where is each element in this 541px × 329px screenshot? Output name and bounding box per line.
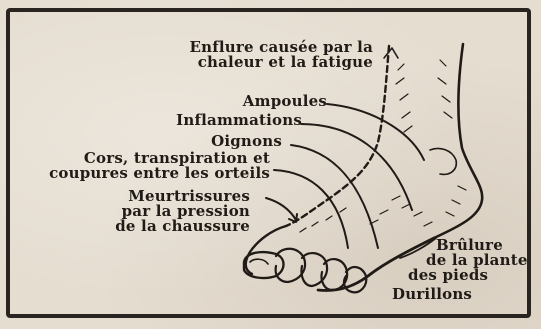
toe-2 (276, 249, 305, 282)
leader-meurtrissures (266, 198, 296, 220)
ankle-bone (430, 148, 456, 174)
leader-inflammations (301, 124, 412, 210)
label-cors-line-2: coupures entre les orteils (49, 164, 270, 182)
leader-enflure (384, 48, 398, 58)
leg-right-contour (434, 44, 482, 238)
label-brulure: Brûlure de la plante des pieds (400, 238, 528, 283)
label-meurtrissures: Meurtrissures par la pression de la chau… (115, 189, 250, 234)
big-toe-nail (250, 259, 268, 264)
leg-left-contour (286, 46, 389, 226)
label-brulure-line-3: des pieds (400, 266, 488, 284)
leader-cors (274, 170, 348, 248)
foot-dorsum (246, 226, 286, 274)
label-ampoules: Ampoules (243, 94, 327, 109)
label-meurtrissures-line-3: de la chaussure (115, 217, 250, 235)
label-inflammations: Inflammations (176, 113, 302, 128)
label-enflure: Enflure causée par la chaleur et la fati… (189, 40, 373, 70)
label-oignons: Oignons (211, 134, 282, 149)
label-durillons: Durillons (392, 287, 472, 302)
leader-oignons (291, 145, 378, 248)
label-enflure-line-2: chaleur et la fatigue (198, 53, 373, 71)
big-toe (244, 252, 284, 278)
label-cors: Cors, transpiration et coupures entre le… (49, 151, 270, 181)
